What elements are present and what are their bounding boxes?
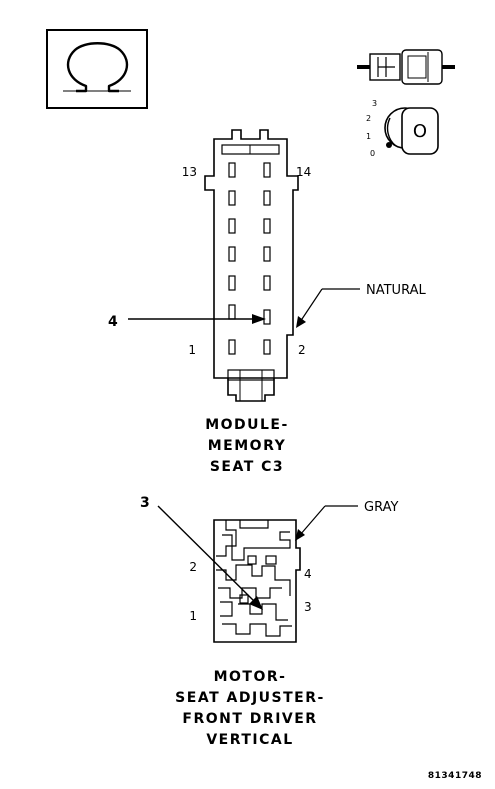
pin-label-1: 1	[188, 343, 196, 357]
connector-motor-seat-adjuster: 2 4 1 3	[189, 519, 312, 643]
ignition-key-icon: O 3 2 1 0	[366, 99, 439, 158]
pin-label-2: 2	[298, 343, 306, 357]
pin-label-13: 13	[182, 165, 197, 179]
title-line-front-driver: FRONT DRIVER	[182, 711, 317, 727]
natural-color-callout: NATURAL	[296, 283, 426, 328]
pin-label-1-bottom: 1	[189, 609, 197, 623]
connector-bottom-title: MOTOR- SEAT ADJUSTER- FRONT DRIVER VERTI…	[175, 669, 325, 748]
pin-label-4-bottom: 4	[304, 567, 312, 581]
pin-cavities	[228, 162, 271, 355]
title-line-memory: MEMORY	[208, 438, 286, 454]
callout-number-4: 4	[108, 314, 119, 330]
pin-label-3-bottom: 3	[304, 600, 312, 614]
pin-label-14: 14	[296, 165, 311, 179]
connector-plug-icon	[357, 49, 455, 85]
connector-top-title: MODULE- MEMORY SEAT C3	[205, 417, 289, 475]
key-position-2: 2	[366, 114, 371, 123]
key-position-3: 3	[372, 99, 377, 108]
title-line-seat-adjuster: SEAT ADJUSTER-	[175, 690, 325, 706]
svg-text:O: O	[413, 121, 427, 142]
color-label-gray: GRAY	[364, 500, 398, 515]
color-label-natural: NATURAL	[366, 283, 426, 298]
gray-color-callout: GRAY	[295, 500, 398, 541]
title-line-seat-c3: SEAT C3	[210, 459, 284, 475]
title-line-vertical: VERTICAL	[206, 732, 293, 748]
title-line-motor: MOTOR-	[214, 669, 287, 685]
callout-3: 3	[140, 495, 263, 610]
figure-code: 81341748	[428, 771, 482, 781]
key-position-0: 0	[370, 149, 375, 158]
key-position-1: 1	[366, 132, 371, 141]
title-line-module: MODULE-	[205, 417, 289, 433]
connector-module-memory-seat-c3: 13 14 1 2	[182, 129, 311, 402]
ohmmeter-icon	[46, 29, 148, 109]
pin-label-2-bottom: 2	[189, 560, 197, 574]
callout-4: 4	[108, 314, 266, 330]
callout-number-3: 3	[140, 495, 151, 511]
